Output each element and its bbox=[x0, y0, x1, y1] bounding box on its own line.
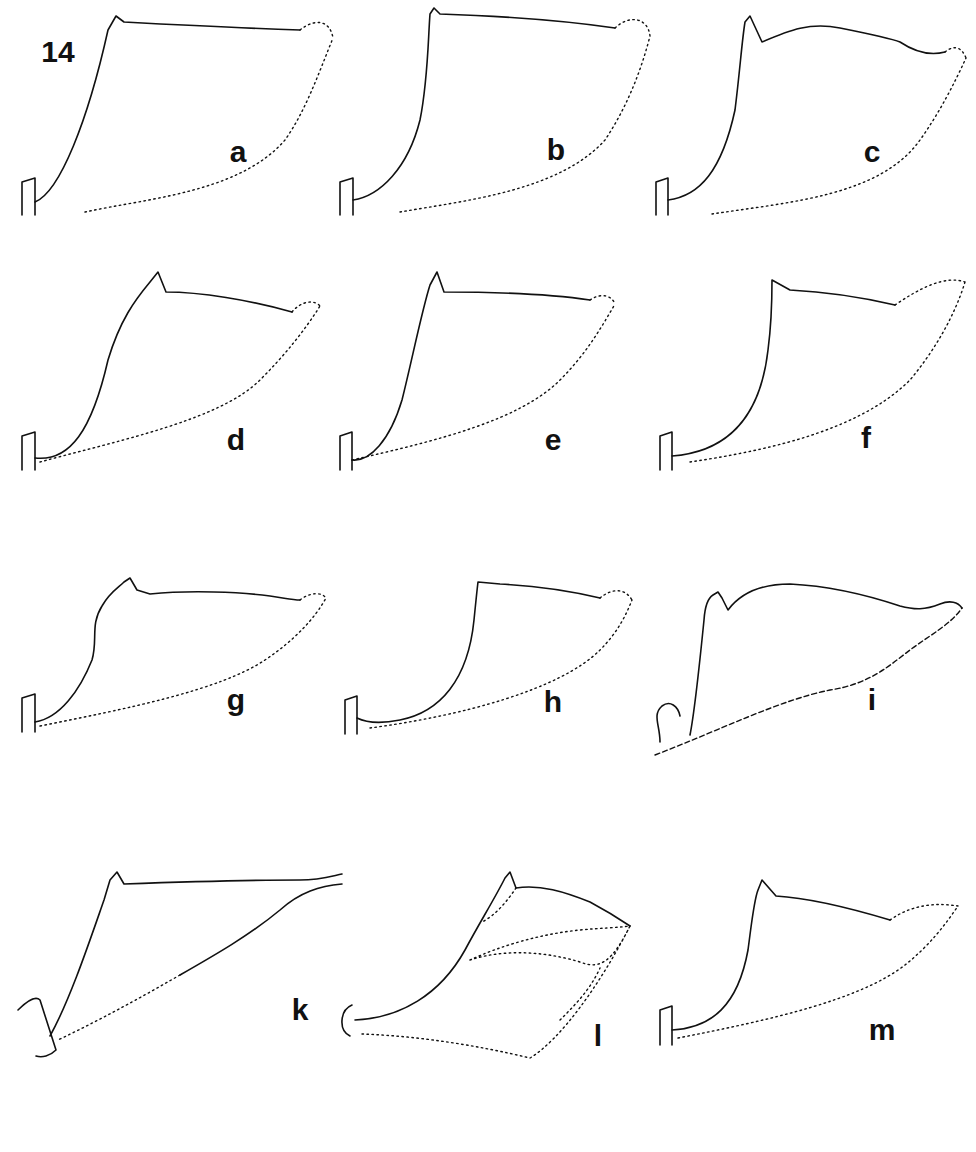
base-stub bbox=[342, 1005, 352, 1036]
base-stub bbox=[660, 1006, 672, 1045]
panel-letter: l bbox=[594, 1021, 602, 1051]
solid-outline bbox=[672, 280, 895, 456]
panel-h-outline bbox=[345, 582, 632, 734]
base-stub bbox=[345, 696, 357, 734]
dotted-outline bbox=[352, 296, 615, 460]
solid-outline bbox=[355, 872, 630, 1020]
solid-outline bbox=[357, 582, 600, 722]
base-stub bbox=[657, 704, 680, 742]
solid-outline bbox=[35, 578, 300, 722]
panel-letter: c bbox=[864, 137, 881, 167]
solid-outline bbox=[353, 8, 615, 200]
base-stub bbox=[18, 998, 56, 1056]
panel-g-outline bbox=[22, 578, 326, 732]
panel-letter: a bbox=[230, 137, 247, 167]
panel-letter: g bbox=[227, 685, 245, 715]
panel-letter: h bbox=[544, 687, 562, 717]
figure-number: 14 bbox=[41, 37, 74, 67]
base-stub bbox=[656, 178, 668, 215]
dotted-outline bbox=[40, 302, 320, 462]
base-stub bbox=[660, 432, 672, 470]
solid-outline bbox=[35, 272, 292, 458]
dashed-outline bbox=[655, 608, 962, 755]
dotted-outline bbox=[85, 22, 333, 212]
solid-outline bbox=[35, 16, 300, 202]
panel-i-outline bbox=[655, 584, 962, 755]
solid-outline bbox=[352, 272, 590, 460]
panel-letter: b bbox=[547, 135, 565, 165]
dotted-outline bbox=[678, 905, 958, 1038]
panel-a-outline bbox=[22, 16, 333, 215]
solid-outline bbox=[50, 872, 342, 1036]
panel-letter: d bbox=[227, 425, 245, 455]
dotted-outline bbox=[400, 20, 650, 212]
dotted-outline bbox=[58, 975, 180, 1040]
dotted-outline bbox=[362, 888, 630, 1058]
panel-letter: i bbox=[868, 685, 876, 715]
base-stub bbox=[22, 178, 35, 215]
base-stub bbox=[22, 694, 35, 732]
panel-m-outline bbox=[660, 880, 958, 1045]
solid-outline bbox=[672, 880, 890, 1030]
panel-letter: f bbox=[861, 423, 871, 453]
solid-outline bbox=[690, 584, 962, 735]
dotted-outline bbox=[370, 591, 632, 728]
panel-letter: e bbox=[545, 425, 562, 455]
panel-l-outline bbox=[342, 872, 630, 1058]
panel-letter: m bbox=[869, 1015, 896, 1045]
panel-b-outline bbox=[340, 8, 650, 215]
base-stub bbox=[22, 432, 35, 470]
panel-k-outline bbox=[18, 872, 342, 1057]
panel-e-outline bbox=[340, 272, 615, 470]
dotted-outline bbox=[40, 594, 326, 726]
panel-c-outline bbox=[656, 16, 966, 215]
dotted-outline bbox=[690, 280, 965, 462]
base-stub bbox=[340, 178, 353, 215]
solid-outline bbox=[668, 16, 945, 200]
panel-f-outline bbox=[660, 280, 965, 470]
panel-d-outline bbox=[22, 272, 320, 470]
dotted-outline bbox=[712, 48, 966, 214]
panel-letter: k bbox=[292, 995, 309, 1025]
base-stub bbox=[340, 432, 352, 470]
